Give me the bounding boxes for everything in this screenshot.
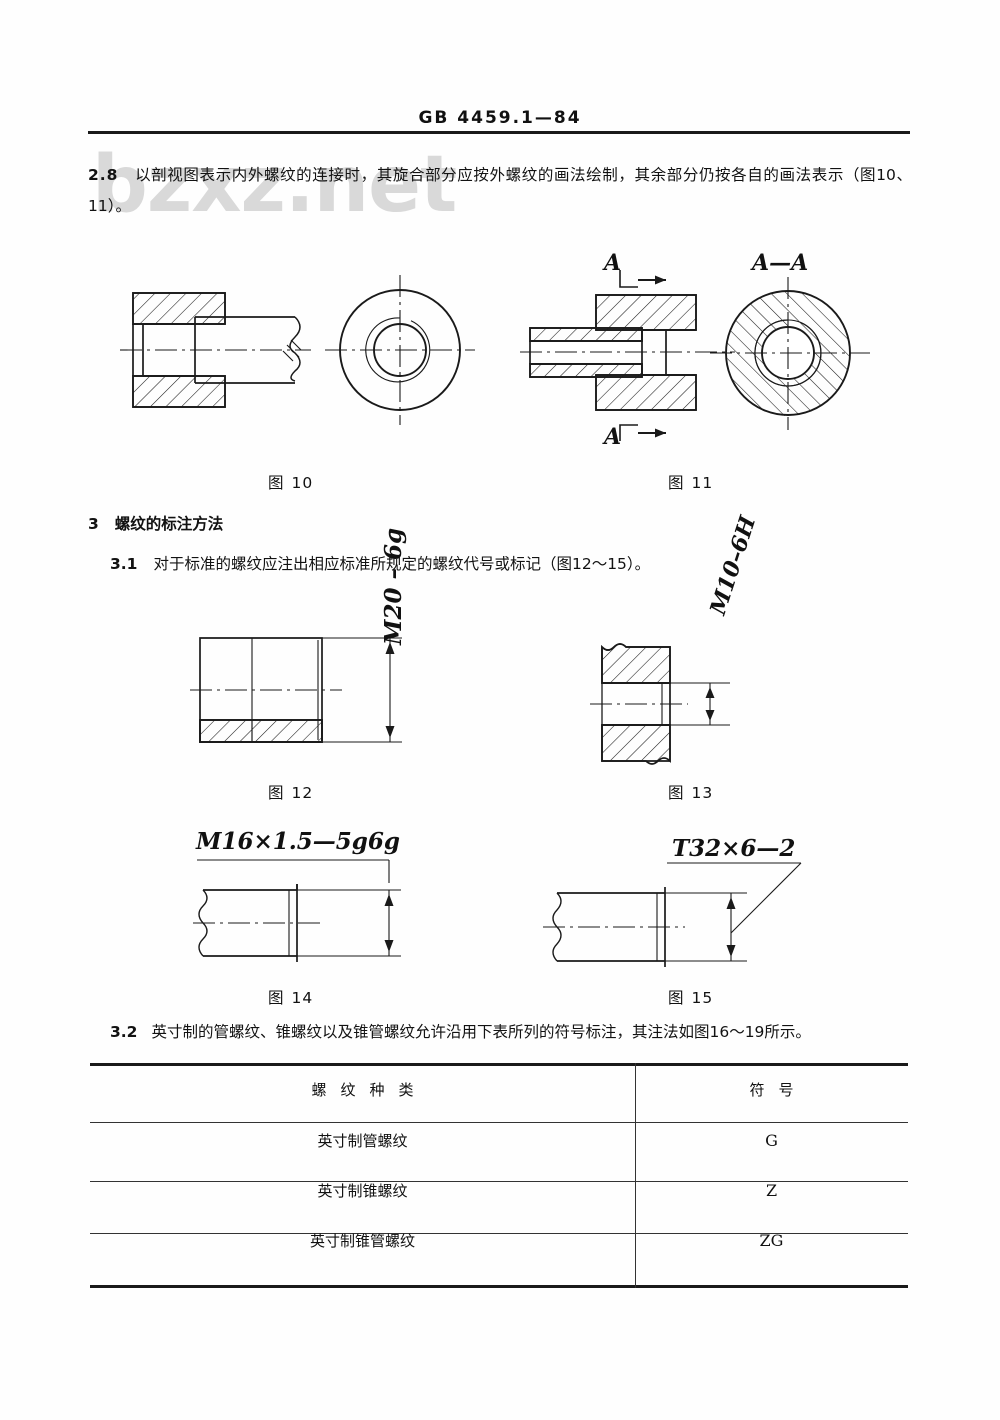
table-row: 英寸制锥螺纹 Z: [90, 1165, 908, 1215]
symbol-value-2: Z: [765, 1180, 778, 1200]
heading-3-number: 3: [88, 515, 99, 533]
table-header-symbol-label: 符号: [749, 1080, 808, 1099]
table-header-kind-label: 螺纹种类: [311, 1080, 428, 1099]
figure-12-caption: 图 12: [268, 781, 313, 803]
paragraph-3-1-text: 对于标准的螺纹应注出相应标准所规定的螺纹代号或标记（图12～15）。: [153, 555, 651, 573]
table-column-divider: [635, 1063, 636, 1288]
figure-12-drawing: [190, 637, 402, 743]
table-row: 英寸制管螺纹 G: [90, 1115, 908, 1165]
table-header-row: 螺纹种类 符号: [90, 1063, 908, 1115]
figure-12-caption-prefix: 图: [268, 784, 285, 802]
figure-15-caption: 图 15: [668, 986, 713, 1008]
watermark: bzxz.net: [92, 140, 457, 230]
header-rule: [88, 131, 910, 134]
paragraph-3-2-text: 英寸制的管螺纹、锥螺纹以及锥管螺纹允许沿用下表所列的符号标注，其注法如图16～1…: [151, 1023, 811, 1041]
figure-11-caption-prefix: 图: [668, 474, 685, 492]
figure-14-drawing: [193, 859, 401, 962]
figure-10-caption: 图 10: [268, 471, 313, 493]
table-row-rule-1: [90, 1181, 908, 1182]
figure-11-caption-number: 11: [691, 474, 714, 492]
heading-3: 3 螺纹的标注方法: [88, 512, 223, 534]
paragraph-3-1: 3.1 对于标准的螺纹应注出相应标准所规定的螺纹代号或标记（图12～15）。: [110, 550, 910, 578]
thread-symbol-table: 螺纹种类 符号 英寸制管螺纹 G 英寸制锥螺纹 Z 英寸制锥管螺纹 ZG: [90, 1063, 908, 1265]
paragraph-3-1-number: 3.1: [110, 555, 138, 573]
table-bottom-rule: [90, 1285, 908, 1288]
figure-12-dimension-label: M20 – 6g: [380, 527, 407, 645]
symbol-value-1: G: [765, 1130, 778, 1150]
table-cell-kind-1: 英寸制管螺纹: [317, 1131, 408, 1150]
table-cell-kind-2: 英寸制锥螺纹: [317, 1181, 408, 1200]
figure-13-caption: 图 13: [668, 781, 713, 803]
figure-11-drawing: [520, 270, 870, 441]
table-cell-kind-3: 英寸制锥管螺纹: [309, 1231, 415, 1250]
figure-15-dimension-label: T32×6—2: [672, 835, 796, 862]
figure-11-caption: 图 11: [668, 471, 713, 493]
figure-13-drawing: [590, 643, 730, 765]
figure-10-caption-prefix: 图: [268, 474, 285, 492]
symbol-value-3: ZG: [759, 1230, 784, 1250]
table-header-kind: 螺纹种类: [90, 1063, 635, 1115]
paragraph-2-8-text: 以剖视图表示内外螺纹的连接时，其旋合部分应按外螺纹的画法绘制，其余部分仍按各自的…: [88, 166, 912, 215]
figure-11-section-label-bottom: A: [604, 424, 622, 450]
figure-14-dimension-label: M16×1.5—5g6g: [196, 828, 400, 855]
table-row-rule-2: [90, 1233, 908, 1234]
figure-13-caption-prefix: 图: [668, 784, 685, 802]
figure-13-caption-number: 13: [691, 784, 714, 802]
figure-14-caption-prefix: 图: [268, 989, 285, 1007]
standard-number-header: GB 4459.1—84: [418, 108, 582, 128]
figure-11-section-view-title: A—A: [752, 250, 809, 276]
table-row: 英寸制锥管螺纹 ZG: [90, 1215, 908, 1265]
figure-15-caption-prefix: 图: [668, 989, 685, 1007]
figure-15-drawing: [543, 862, 802, 967]
figure-15-caption-number: 15: [691, 989, 714, 1007]
table-cell-symbol-3: ZG: [635, 1215, 908, 1265]
paragraph-2-8-number: 2.8: [88, 166, 119, 184]
figure-10-caption-number: 10: [291, 474, 314, 492]
figure-10-drawing: [120, 275, 475, 425]
paragraph-3-2: 3.2 英寸制的管螺纹、锥螺纹以及锥管螺纹允许沿用下表所列的符号标注，其注法如图1…: [110, 1018, 910, 1046]
figure-12-caption-number: 12: [291, 784, 314, 802]
heading-3-title: 螺纹的标注方法: [114, 515, 224, 533]
table-top-rule: [90, 1063, 908, 1066]
figure-14-caption: 图 14: [268, 986, 313, 1008]
table-header-rule: [90, 1122, 908, 1123]
table-cell-symbol-2: Z: [635, 1165, 908, 1215]
table-header-symbol: 符号: [635, 1063, 908, 1115]
figure-11-section-label-top: A: [604, 250, 622, 276]
paragraph-3-2-number: 3.2: [110, 1023, 138, 1041]
table-cell-symbol-1: G: [635, 1115, 908, 1165]
figure-14-caption-number: 14: [291, 989, 314, 1007]
